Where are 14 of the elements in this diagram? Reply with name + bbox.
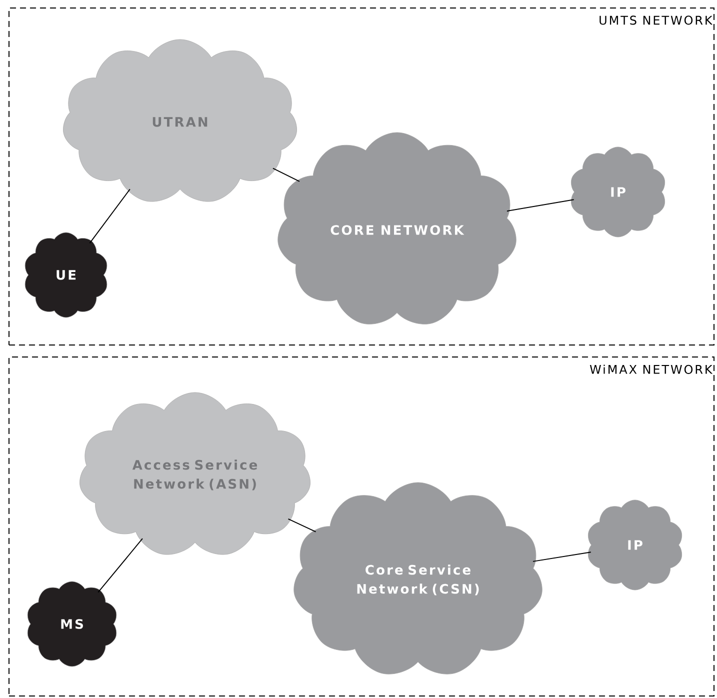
connector-line	[89, 188, 130, 244]
network-cloud: CORE NETWORK	[278, 132, 516, 324]
network-cloud: Core Service Network (CSN)	[294, 482, 542, 674]
connector-line	[506, 199, 574, 212]
network-cloud: Access Service Network (ASN)	[80, 392, 310, 555]
connector-line	[288, 518, 316, 532]
network-cloud: IP	[571, 146, 666, 238]
network-cloud: UTRAN	[63, 39, 297, 202]
connector-line	[532, 552, 592, 562]
network-cloud: UE	[24, 232, 108, 318]
network-cloud: MS	[27, 581, 117, 667]
network-cloud: IP	[588, 500, 682, 590]
connector-line	[98, 538, 143, 593]
connector-line	[272, 168, 300, 182]
